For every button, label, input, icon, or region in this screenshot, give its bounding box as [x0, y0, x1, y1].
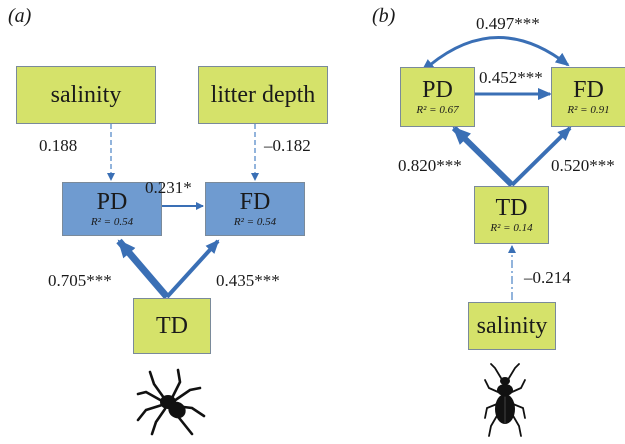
coef-pd-fd: 0.231* — [145, 178, 192, 197]
node-pd-a: PD R² = 0.54 — [62, 182, 162, 236]
node-label: FD — [573, 77, 604, 103]
node-label: litter depth — [210, 82, 316, 108]
coef-salinity-pd: 0.188 — [39, 136, 78, 155]
coef-pd-fd-curved: 0.497*** — [476, 14, 540, 33]
beetle-icon — [484, 363, 526, 437]
panel-a-label: (a) — [8, 5, 32, 27]
coef-td-fd: 0.435*** — [216, 271, 280, 290]
coef-td-pd-b: 0.820*** — [398, 156, 462, 175]
arrow-pd-fd-curved — [420, 36, 570, 73]
node-litter-depth-a: litter depth — [198, 66, 328, 124]
node-label: PD — [422, 77, 453, 103]
arrow-td-fd — [165, 239, 220, 299]
coef-litter-fd: –0.182 — [264, 136, 311, 155]
node-r2: R² = 0.54 — [90, 216, 134, 228]
node-label: salinity — [476, 313, 548, 339]
coef-td-pd: 0.705*** — [48, 271, 112, 290]
node-label: salinity — [50, 82, 122, 108]
coef-pd-fd-b: 0.452*** — [479, 68, 543, 87]
arrow-td-pd-b — [451, 125, 515, 188]
node-label: TD — [495, 195, 528, 221]
node-label: FD — [239, 189, 271, 215]
node-label: PD — [96, 189, 128, 215]
node-label: TD — [156, 313, 188, 339]
coef-salinity-td-b: –0.214 — [524, 268, 571, 287]
node-r2: R² = 0.91 — [567, 104, 610, 116]
node-r2: R² = 0.54 — [233, 216, 277, 228]
coef-td-fd-b: 0.520*** — [551, 156, 615, 175]
node-td-b: TD R² = 0.14 — [474, 186, 549, 244]
node-salinity-b: salinity — [468, 302, 556, 350]
arrow-td-pd — [116, 238, 170, 300]
node-salinity-a: salinity — [16, 66, 156, 124]
node-td-a: TD — [133, 298, 211, 354]
node-fd-a: FD R² = 0.54 — [205, 182, 305, 236]
panel-b-label: (b) — [372, 5, 396, 27]
node-r2: R² = 0.14 — [490, 222, 533, 234]
node-fd-b: FD R² = 0.91 — [551, 67, 625, 127]
node-pd-b: PD R² = 0.67 — [400, 67, 475, 127]
arrow-td-fd-b — [510, 126, 572, 187]
node-r2: R² = 0.67 — [416, 104, 459, 116]
spider-icon — [136, 368, 206, 436]
